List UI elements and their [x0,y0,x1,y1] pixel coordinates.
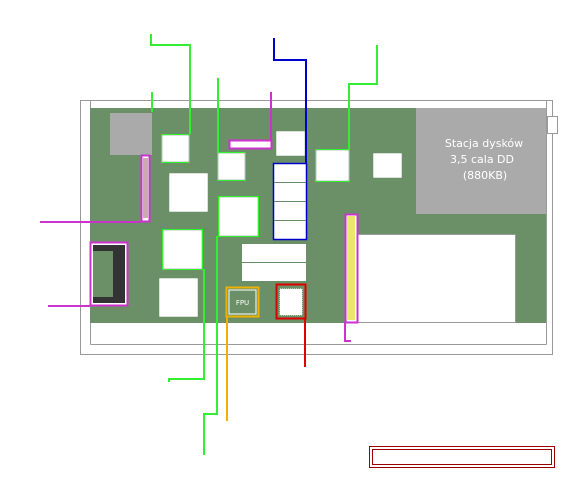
legend-box [369,446,555,468]
chip [219,197,258,236]
drive-label-line1: Stacja dysków [445,137,523,150]
memory-chips [272,162,308,241]
slot-bar [242,263,306,281]
left-connector [140,154,151,223]
chips [159,131,402,317]
fpu-label: FPU [236,299,249,307]
drive-label-line3: (880KB) [463,169,507,182]
power-connector [89,241,129,307]
chip [159,278,198,317]
pointer-green [348,45,378,149]
edge-connector [344,213,359,324]
red-chip [275,283,307,320]
pointer-green [150,34,191,134]
chip [276,131,305,156]
chip [162,135,189,162]
expansion-area [357,234,516,323]
chip [218,153,245,180]
chip [169,173,208,212]
fpu-chip: FPU [225,286,260,318]
pointer-blue [273,38,307,163]
chip [163,230,202,269]
chip [316,150,349,181]
pointer-green [203,236,218,455]
grey-component [110,113,152,155]
chip [373,153,402,178]
magenta-slot [228,139,273,150]
pointer-green [168,269,205,382]
pcb-extension [416,212,480,228]
floppy-drive: Stacja dysków 3,5 cala DD (880KB) [416,108,546,214]
pointer-magenta [344,322,351,342]
slot-bar [242,244,306,262]
pointer-lines [40,34,378,455]
drive-label-line2: 3,5 cala DD [450,153,514,166]
green-highlights [161,134,350,270]
